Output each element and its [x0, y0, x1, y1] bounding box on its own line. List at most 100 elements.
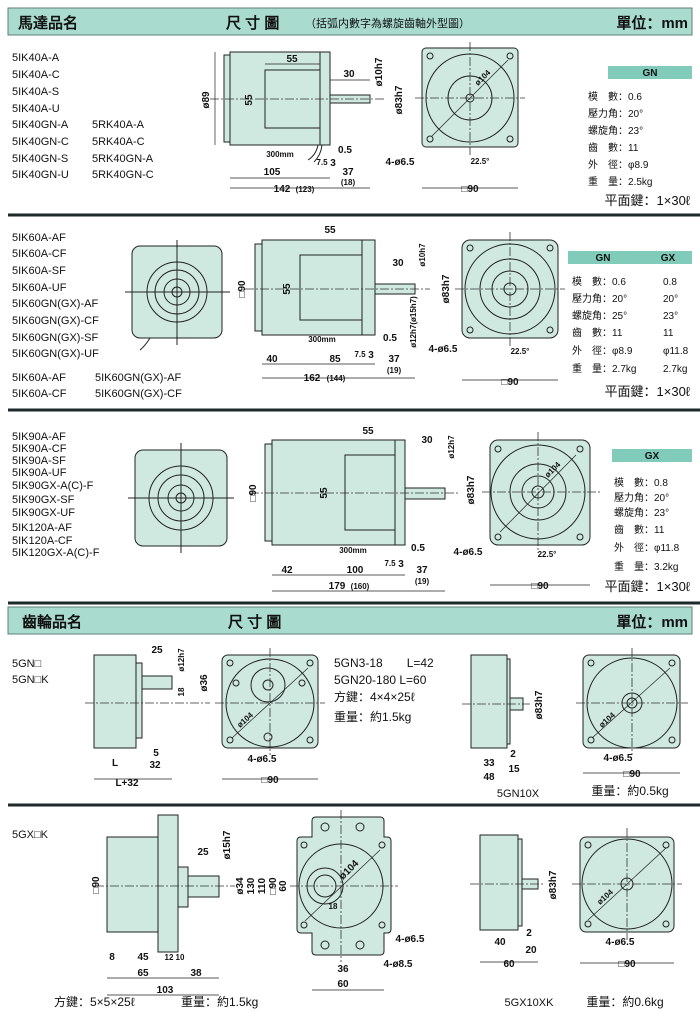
dim-label: 110 — [257, 877, 268, 894]
dim-label: 60 — [503, 959, 515, 970]
dim-label: 45 — [137, 952, 149, 963]
header-dim-title: 尺 寸 圖 — [228, 613, 281, 631]
decimal-gearhead-side-view: ø83h7 2 33 15 48 5GN10X — [462, 654, 545, 800]
motor-end-view: ø104 4-ø6.5 22.5° □90 — [386, 42, 525, 195]
note-line: 5GN20-180 L=60 — [334, 673, 427, 687]
model-name: 5IK40A-C — [12, 69, 60, 81]
model-name: 5IK40A-U — [12, 103, 60, 115]
svg-text:外 徑：φ8.9: 外 徑：φ8.9 — [588, 158, 649, 171]
dim-label: 32 — [149, 760, 161, 771]
dim-label: (160) — [351, 582, 370, 591]
dim-label: (19) — [415, 577, 430, 586]
model-name: 5IK120GX-A(C)-F — [12, 547, 100, 559]
dim-label: ø12h7 — [447, 435, 456, 459]
model-name: 5IK40GN-S — [12, 153, 68, 165]
dim-label: L — [112, 758, 118, 769]
dim-label: ø12h7(ø15h7) — [409, 296, 418, 348]
dim-label: ø83h7 — [466, 475, 477, 504]
dim-label: 4-ø8.5 — [384, 959, 413, 970]
spec-rows: 模 數：0.8 壓力角：20° 螺旋角：23° 齒 數：11 外 徑：φ11.8… — [614, 476, 680, 573]
svg-text:模 數：0.8: 模 數：0.8 — [614, 476, 668, 489]
dim-label: 42 — [281, 565, 293, 576]
svg-text:齒 數：11: 齒 數：11 — [614, 523, 665, 536]
square-key-spec: 方鍵：5×5×25ℓ — [54, 994, 135, 1009]
dim-label: ø36 — [199, 674, 210, 692]
spec-col-header: GN — [596, 253, 611, 264]
model-name: 5RK40GN-C — [92, 169, 154, 181]
section-5ik40: 5IK40A-A 5IK40A-C 5IK40A-S 5IK40A-U 5IK4… — [12, 42, 692, 208]
dim-label: 15 — [508, 764, 520, 775]
spec-col-header: GN — [643, 68, 658, 79]
dim-label: 55 — [324, 225, 336, 236]
model-name: 5RK40GN-A — [92, 153, 154, 165]
dim-label: 100 — [347, 565, 364, 576]
model-name: 5IK60A-CF — [12, 248, 67, 260]
model-name: 5GN□ — [12, 658, 42, 670]
svg-text:外 徑：φ11.8: 外 徑：φ11.8 — [614, 541, 680, 554]
dim-label: 30 — [392, 258, 404, 269]
model-name: 5IK40GN-U — [12, 169, 69, 181]
dim-label: 55 — [319, 487, 330, 499]
dim-label: ø12h7 — [177, 648, 186, 672]
gear-spec-table: GN 模 數：0.6 壓力角：20° 螺旋角：23° 齒 數：11 外 徑：φ8… — [588, 66, 692, 208]
model-name: 5RK40A-C — [92, 136, 145, 148]
model-name: 5IK60A-CF — [12, 388, 67, 400]
model-name: 5IK40A-A — [12, 52, 60, 64]
decimal-gearhead-front-view: ø104 4-ø6.5 □90 重量：約0.5kg — [576, 648, 688, 798]
dim-label: 37 — [416, 565, 428, 576]
dim-label: ø83h7 — [534, 690, 545, 719]
dim-label: 60 — [278, 880, 289, 892]
gearhead-front-view: ø104 4-ø6.5 □90 — [215, 648, 325, 786]
note-line: 方鍵：4×4×25ℓ — [334, 689, 415, 704]
header-title: 齒輪品名 — [22, 613, 82, 631]
dim-label: □90 — [623, 769, 641, 780]
svg-text:壓力角：20°: 壓力角：20° — [614, 491, 669, 504]
model-list: 5IK60A-AF 5IK60A-CF 5IK60A-SF 5IK60A-UF … — [12, 232, 182, 400]
dim-label: 12 — [165, 953, 174, 962]
model-name: 5IK90GX-UF — [12, 507, 75, 519]
dim-label: 37 — [388, 354, 400, 365]
gearhead-front-view: ø104 18 4-ø6.5 4-ø8.5 36 60 — [290, 810, 425, 991]
gearhead-side-view: □90 25 ø15h7 ø34 130 110 □90 60 8 45 12 … — [91, 814, 289, 996]
dim-label: 4-ø6.5 — [248, 754, 277, 765]
dim-label: 7.5 — [354, 350, 366, 359]
dim-label: ø10h7 — [374, 57, 385, 86]
dim-label: 36 — [337, 964, 349, 975]
dim-label: 37 — [342, 167, 354, 178]
model-name: 5GN□K — [12, 674, 49, 686]
model-list: 5IK90A-AF 5IK90A-CF 5IK90A-SF 5IK90A-UF … — [12, 431, 100, 559]
dim-label: 2 — [526, 928, 532, 939]
dim-label: 4-ø6.5 — [454, 547, 483, 558]
svg-text:螺旋角：23°: 螺旋角：23° — [614, 506, 669, 519]
dim-label: 162 — [304, 373, 321, 384]
model-name: 5IK90A-CF — [12, 443, 67, 455]
dim-label: 300mm — [266, 150, 294, 159]
dim-label: ø34 — [235, 877, 246, 895]
dim-label: ø83h7 — [548, 870, 559, 899]
gear-spec-table: GX 模 數：0.8 壓力角：20° 螺旋角：23° 齒 數：11 外 徑：φ1… — [605, 449, 692, 594]
section-5gn: 5GN□ 5GN□K 25 ø12h7 ø36 18 5 L 32 L+32 ø… — [12, 645, 688, 800]
model-name: 5RK40A-A — [92, 119, 145, 131]
model-name: 5IK90A-AF — [12, 431, 66, 443]
header-unit: 單位：mm — [616, 14, 688, 32]
header-title: 馬達品名 — [18, 14, 78, 32]
dim-label: 55 — [282, 283, 293, 295]
header-note: （括弧内數字為螺旋齒軸外型圖） — [305, 16, 470, 30]
dim-label: 5 — [153, 748, 159, 759]
model-name: 5IK40A-S — [12, 86, 59, 98]
decimal-gearhead-front-view: ø104 4-ø6.5 □90 重量：約0.6kg — [572, 828, 682, 1009]
svg-text:模 數：0.60.8: 模 數：0.60.8 — [572, 275, 677, 288]
model-name: 5IK90A-UF — [12, 467, 67, 479]
gearhead-side-view: 25 ø12h7 ø36 18 5 L 32 L+32 — [85, 645, 210, 789]
dim-label: 85 — [329, 354, 341, 365]
dim-label: 30 — [421, 435, 433, 446]
dim-label: 25 — [197, 847, 209, 858]
dim-label: 0.5 — [338, 145, 352, 156]
note-line: 5GN3-18 L=42 — [334, 656, 434, 670]
dim-label: ø15h7 — [222, 830, 233, 859]
